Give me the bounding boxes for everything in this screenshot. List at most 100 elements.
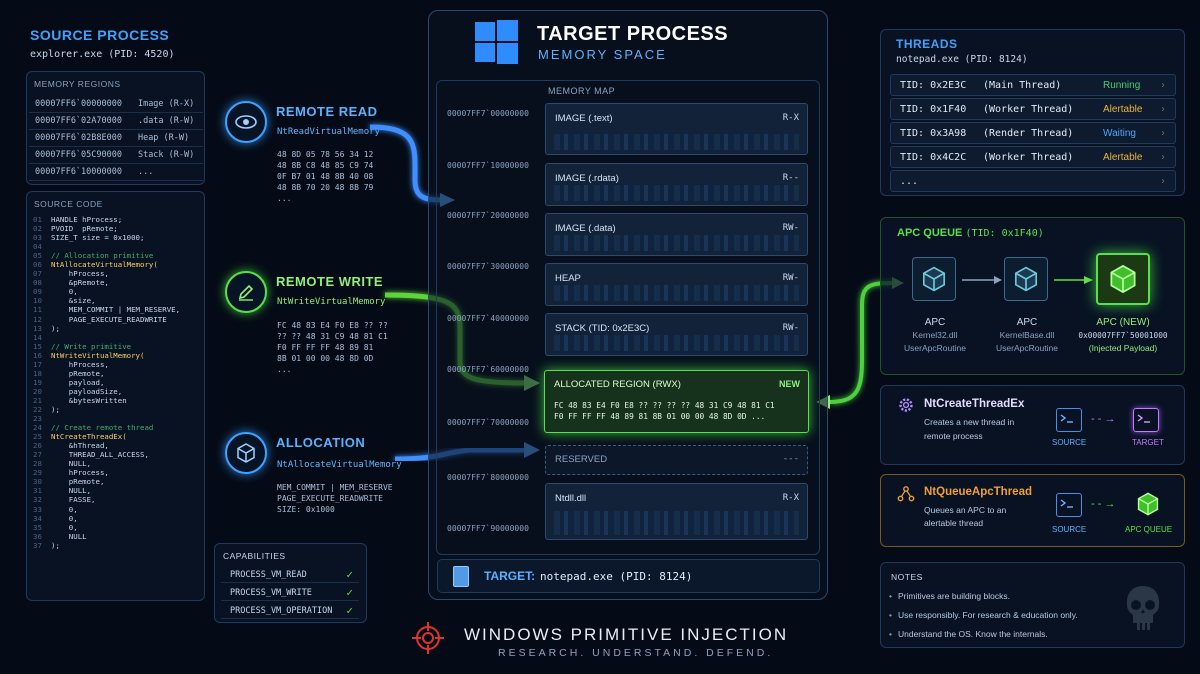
thread-row[interactable]: TID: 0x4C2C(Worker Thread)Alertable› (890, 146, 1176, 168)
memory-region-address: 00007FF6`02B8E000 (29, 129, 132, 147)
code-line-text: 0, (51, 287, 78, 297)
code-line-number: 23 (33, 414, 42, 424)
region-fill (554, 185, 799, 201)
memory-region[interactable]: STACK (TID: 0x2E3C)RW- (545, 313, 808, 356)
allocation-params: MEM_COMMIT | MEM_RESERVE PAGE_EXECUTE_RE… (277, 483, 393, 514)
allocated-region-name: ALLOCATED REGION (RWX) (554, 379, 681, 390)
memory-region-desc: .data (R-W) (131, 112, 203, 130)
memory-region[interactable]: IMAGE (.rdata)R-- (545, 163, 808, 206)
crosshair-icon (412, 622, 444, 654)
code-line: 27 THREAD_ALL_ACCESS, (33, 450, 180, 459)
code-line-text: NtWriteVirtualMemory( (51, 350, 145, 360)
thread-state: Alertable (1103, 104, 1143, 115)
code-line-text: // Create remote thread (51, 423, 154, 433)
memory-region-row: 00007FF6`02A70000.data (R-W) (29, 112, 203, 130)
code-line-number: 10 (33, 296, 42, 306)
code-line: 34 0, (33, 514, 180, 523)
region-fill (554, 134, 799, 150)
thread-id: ... (900, 176, 919, 187)
threads-title: THREADS (896, 37, 958, 51)
terminal-icon (1056, 408, 1082, 432)
code-line: 31 NULL, (33, 486, 180, 495)
target-window-icon (1133, 408, 1159, 432)
share-nodes-icon (897, 485, 915, 503)
thread-row[interactable]: TID: 0x1F40(Worker Thread)Alertable› (890, 98, 1176, 120)
reserved-region-prot: --- (782, 454, 799, 464)
gear-icon (897, 396, 915, 414)
memory-region-address: 00007FF6`00000000 (29, 96, 132, 113)
code-line-text: payloadSize, (51, 386, 123, 396)
create-thread-target-label: TARGET (1132, 438, 1164, 447)
bullet-icon: • (889, 610, 892, 620)
create-thread-panel: NtCreateThreadEx Creates a new thread in… (880, 385, 1185, 465)
bullet-icon: • (889, 591, 892, 601)
memory-region[interactable]: IMAGE (.text)R-X (545, 103, 808, 155)
apc-label-module: Kernel32.dll (912, 330, 958, 340)
memory-address: 00007FF7`60000000 (447, 365, 529, 374)
reserved-region[interactable]: RESERVED --- (545, 445, 808, 475)
cube-icon (225, 432, 267, 474)
source-process-name: explorer.exe (PID: 4520) (30, 49, 175, 60)
note-item: •Primitives are building blocks. (889, 591, 1078, 601)
memory-region-desc: Stack (R-W) (131, 146, 203, 164)
memory-address: 00007FF7`40000000 (447, 314, 529, 323)
code-line: 37); (33, 541, 180, 550)
target-footer-value: notepad.exe (PID: 8124) (540, 570, 693, 583)
remote-read-api: NtReadVirtualMemory (277, 127, 380, 137)
code-line: 10 &size, (33, 296, 180, 305)
apc-label-title: APC (NEW) (1096, 317, 1150, 328)
code-line-text: NtCreateThreadEx( (51, 432, 127, 442)
code-line-number: 04 (33, 242, 42, 252)
remote-read-hex: 48 8D 05 78 56 34 12 48 8B C8 48 85 C9 7… (277, 150, 374, 203)
thread-row[interactable]: ...› (890, 170, 1176, 192)
code-line-text: hProcess, (51, 269, 109, 279)
ntdll-region[interactable]: Ntdll.dll R-X (545, 483, 808, 540)
code-line: 33 0, (33, 505, 180, 514)
queue-apc-target-label: APC QUEUE (1125, 525, 1173, 534)
allocated-region-hex: FC 48 83 E4 F0 E8 ?? ?? ?? ?? 48 31 C9 4… (554, 401, 775, 421)
code-line-number: 09 (33, 287, 42, 297)
code-line-number: 33 (33, 504, 42, 514)
allocated-region[interactable]: ALLOCATED REGION (RWX) NEW FC 48 83 E4 F… (544, 370, 809, 433)
check-icon: ✓ (346, 604, 353, 617)
code-line: 04 (33, 242, 180, 251)
notes-panel: NOTES •Primitives are building blocks.•U… (880, 562, 1185, 648)
target-footer-label: TARGET: (484, 569, 536, 583)
code-line: 14 (33, 333, 180, 342)
code-line-number: 21 (33, 395, 42, 405)
thread-row[interactable]: TID: 0x3A98(Render Thread)Waiting› (890, 122, 1176, 144)
footer-title: WINDOWS PRIMITIVE INJECTION (464, 625, 789, 644)
code-line-number: 24 (33, 423, 42, 433)
code-line-number: 29 (33, 468, 42, 478)
arrow-right-icon: - - → (1091, 498, 1116, 510)
code-line-number: 17 (33, 359, 42, 369)
code-line-text: // Allocation primitive (51, 251, 154, 261)
thread-row[interactable]: TID: 0x2E3C(Main Thread)Running› (890, 74, 1176, 96)
code-line-text: HANDLE hProcess; (51, 215, 123, 224)
code-line: 13); (33, 324, 180, 333)
chevron-right-icon: › (1159, 152, 1166, 163)
notes-list: •Primitives are building blocks.•Use res… (889, 591, 1078, 648)
code-line-number: 27 (33, 450, 42, 460)
capability-name: PROCESS_VM_WRITE (230, 588, 312, 598)
thread-name: (Render Thread) (983, 128, 1074, 139)
code-line-number: 32 (33, 495, 42, 505)
capabilities-panel: CAPABILITIES (214, 543, 367, 623)
apc-queue-title: APC QUEUE (TID: 0x1F40) (897, 227, 1044, 239)
memory-region[interactable]: IMAGE (.data)RW- (545, 213, 808, 256)
code-line: 18 pRemote, (33, 369, 180, 378)
memory-address: 00007FF7`90000000 (447, 524, 529, 533)
code-line-number: 14 (33, 332, 42, 342)
thread-state: Waiting (1103, 128, 1136, 139)
check-icon: ✓ (346, 586, 353, 599)
capability-name: PROCESS_VM_OPERATION (230, 606, 333, 616)
remote-read-title: REMOTE READ (276, 104, 378, 119)
